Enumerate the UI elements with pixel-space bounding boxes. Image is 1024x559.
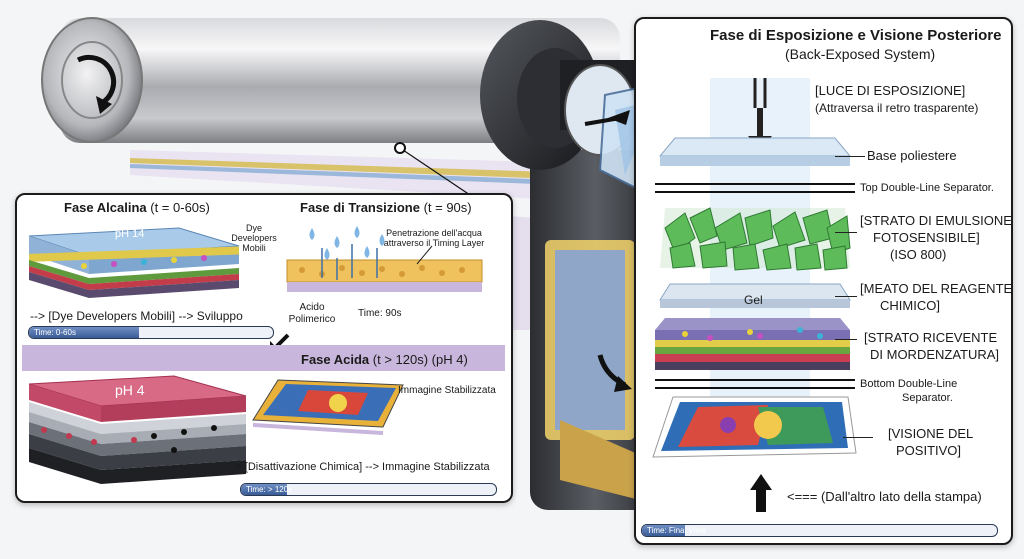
reagent-label-1: [MEATO DEL REAGENTE xyxy=(860,281,1013,296)
acid-time-fill xyxy=(241,484,287,495)
alkaline-time-label: Time: 0-60s xyxy=(34,328,76,337)
stabilized-image-thumbnail xyxy=(252,379,404,435)
right-time-bar: Time: Final View xyxy=(641,524,998,537)
transition-title-main: Fase di Transizione xyxy=(300,200,420,215)
acid-image-label: Immagine Stabilizzata xyxy=(398,385,496,396)
bottom-separator-label-1: Bottom Double-Line xyxy=(860,378,958,390)
receiving-layer xyxy=(655,318,850,370)
acid-title: Fase Acida (t > 120s) (pH 4) xyxy=(301,352,468,367)
base-label: Base poliestere xyxy=(867,148,957,163)
positive-image xyxy=(652,396,857,458)
transition-title: Fase di Transizione (t = 90s) xyxy=(300,200,472,215)
acid-title-suffix: (t > 120s) (pH 4) xyxy=(372,352,468,367)
receiving-label-1: [STRATO RICEVENTE xyxy=(864,330,998,345)
emulsion-label-1: [STRATO DI EMULSIONE xyxy=(860,213,1012,228)
positive-label-2: POSITIVO] xyxy=(896,443,962,458)
right-panel xyxy=(634,17,1013,545)
light-label: [LUCE DI ESPOSIZIONE] xyxy=(815,83,966,98)
transition-acid-label: Acido Polimerico xyxy=(288,302,336,325)
right-time-label: Time: Final View xyxy=(647,526,706,535)
alkaline-time-bar: Time: 0-60s xyxy=(28,326,274,339)
acid-ph-label: pH 4 xyxy=(115,382,145,398)
acid-time-label: Time: > 120s xyxy=(246,485,293,494)
acid-title-main: Fase Acida xyxy=(301,352,370,367)
alkaline-ph-label: pH 14 xyxy=(115,228,145,240)
alkaline-time-fill xyxy=(29,327,139,338)
positive-label-1: [VISIONE DEL xyxy=(888,426,974,441)
bottom-double-line-separator xyxy=(655,379,855,389)
alkaline-title-main: Fase Alcalina xyxy=(64,200,147,215)
alkaline-title: Fase Alcalina (t = 0-60s) xyxy=(64,200,210,215)
right-time-fill xyxy=(642,525,685,536)
emulsion-label-3: (ISO 800) xyxy=(890,247,947,262)
gel-layer xyxy=(659,283,851,308)
acid-layer-stack xyxy=(28,375,247,484)
gel-label: Gel xyxy=(744,293,763,307)
alkaline-title-suffix: (t = 0-60s) xyxy=(150,200,210,215)
acid-flow-text: --> [Disattivazione Chimica] --> Immagin… xyxy=(228,461,490,473)
bottom-separator-label-2: Separator. xyxy=(902,392,953,404)
emulsion-layer xyxy=(660,207,851,271)
receiving-leader xyxy=(835,339,857,340)
alkaline-flow-text: --> [Dye Developers Mobili] --> Sviluppo xyxy=(30,309,243,323)
reagent-label-2: CHIMICO] xyxy=(880,298,940,313)
alkaline-dye-label: Dye Developers Mobili xyxy=(231,223,277,253)
right-panel-title: Fase di Esposizione e Visione Posteriore xyxy=(710,27,1002,44)
light-sublabel: (Attraversa il retro trasparente) xyxy=(815,101,979,115)
view-up-arrow-icon xyxy=(750,474,772,512)
emulsion-leader xyxy=(835,232,857,233)
transition-time-label: Time: 90s xyxy=(358,308,402,319)
view-label: <=== (Dall'altro lato della stampa) xyxy=(787,489,982,504)
polyester-base-layer xyxy=(658,137,852,166)
emulsion-label-2: FOTOSENSIBILE] xyxy=(873,230,980,245)
top-separator-label: Top Double-Line Separator. xyxy=(860,182,994,194)
transition-title-suffix: (t = 90s) xyxy=(423,200,472,215)
transition-water-label: Penetrazione dell'acqua attraverso il Ti… xyxy=(383,228,485,248)
reagent-leader xyxy=(835,296,857,297)
positive-leader xyxy=(843,437,873,438)
acid-time-bar: Time: > 120s xyxy=(240,483,497,496)
top-double-line-separator xyxy=(655,183,855,193)
base-leader xyxy=(835,156,865,157)
transition-layer-illustration xyxy=(286,226,483,292)
alkaline-layer-stack xyxy=(28,227,240,298)
receiving-label-2: DI MORDENZATURA] xyxy=(870,347,1000,362)
right-panel-subtitle: (Back-Exposed System) xyxy=(785,46,936,62)
acid-phase-band xyxy=(22,345,505,371)
